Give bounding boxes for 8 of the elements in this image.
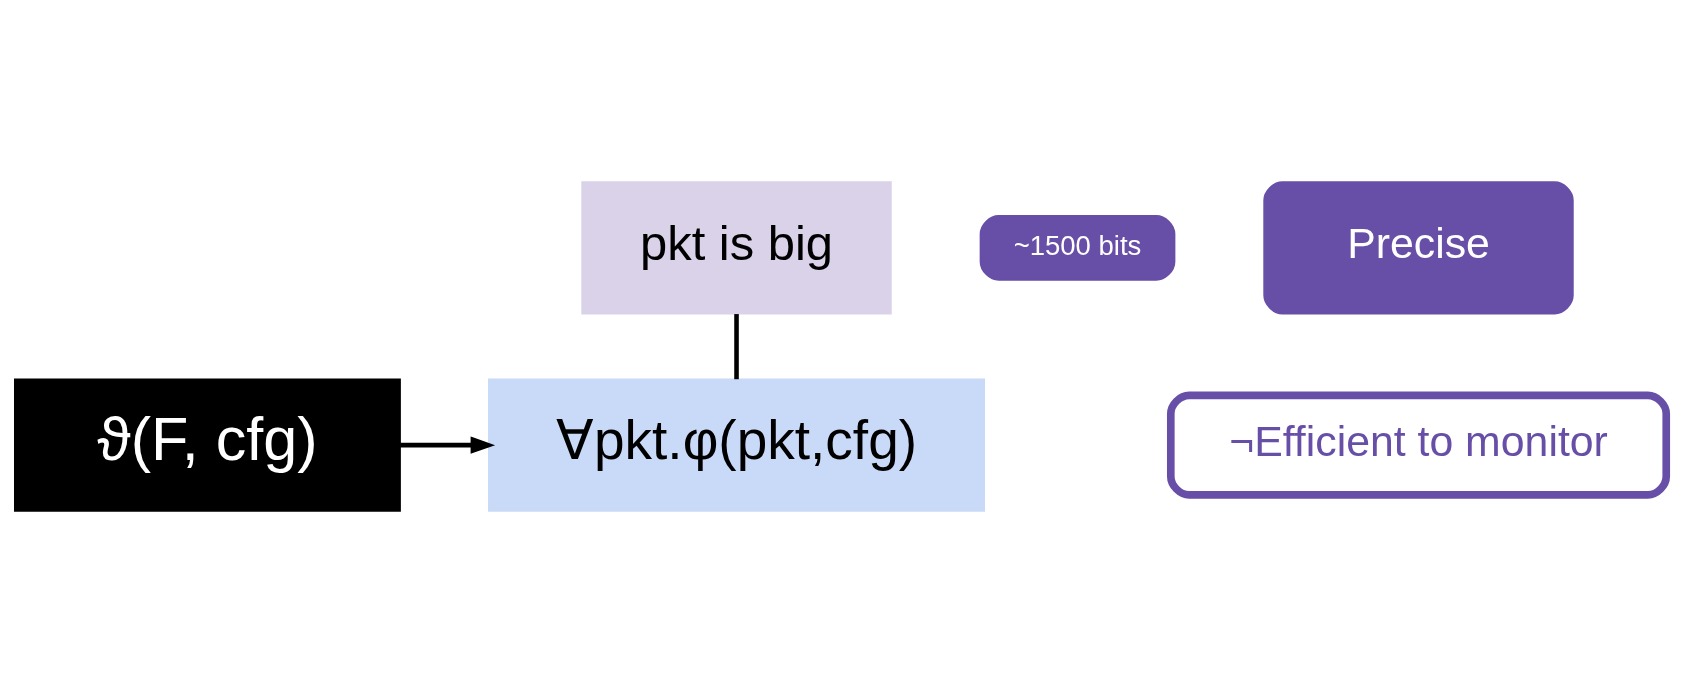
connector <box>734 314 739 380</box>
node-box: ϑ(F, cfg) <box>14 378 401 512</box>
node-box: Precise <box>1263 181 1574 315</box>
node-box: ~1500 bits <box>979 215 1176 281</box>
arrow <box>400 436 496 454</box>
node-box: ∀pkt.φ(pkt,cfg) <box>488 378 985 512</box>
node-box: ¬Efficient to monitor <box>1166 391 1671 499</box>
node-box: pkt is big <box>581 181 892 315</box>
